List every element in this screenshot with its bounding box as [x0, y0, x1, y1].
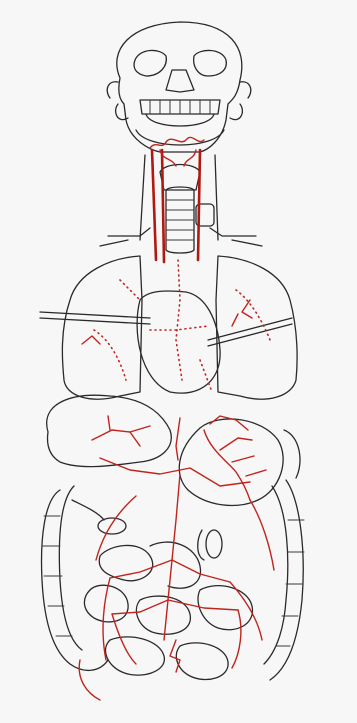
heart: [82, 260, 270, 393]
left-eye-socket: [134, 50, 166, 76]
larynx: [160, 165, 200, 191]
cut-bowel-right: [206, 530, 222, 558]
intestinal-vessels: [79, 474, 274, 700]
small-intestine: [84, 542, 252, 679]
liver: [47, 395, 172, 466]
left-lung: [62, 256, 142, 399]
skull: [107, 22, 251, 152]
lungs: [40, 256, 297, 399]
spleen: [284, 430, 300, 478]
stomach: [176, 416, 283, 505]
neck: [100, 155, 262, 253]
clavicles: [108, 228, 256, 236]
cut-bowel-left: [98, 518, 126, 534]
right-eye-socket: [194, 50, 227, 76]
nasal-cavity: [166, 70, 194, 92]
